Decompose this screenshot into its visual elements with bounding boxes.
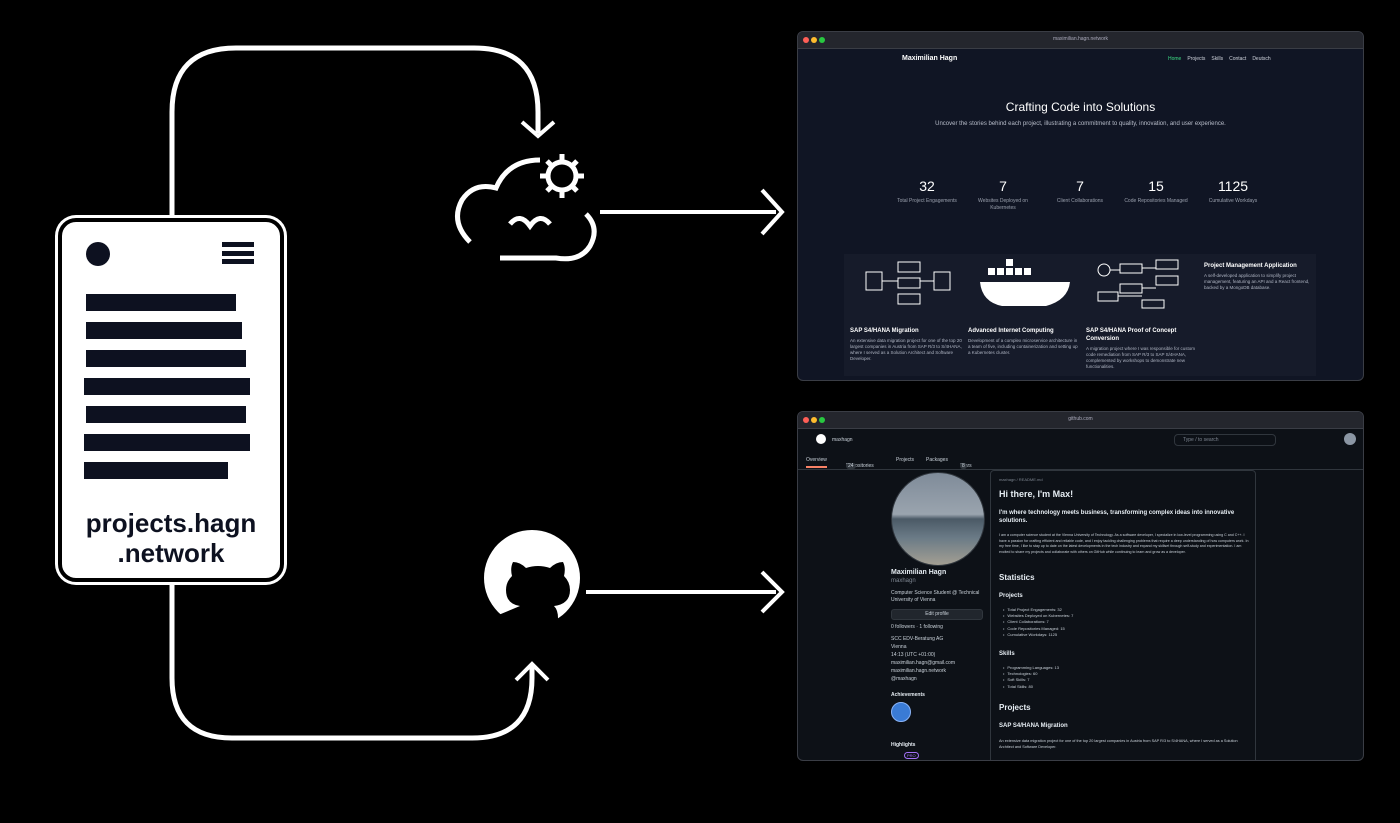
project-cards: SAP S4/HANA Migration An extensive data … bbox=[844, 254, 1316, 376]
profile-details: SCC EDV-Beratung AG Vienna 14:13 (UTC +0… bbox=[891, 636, 955, 682]
top-connector bbox=[169, 45, 541, 222]
arrow-right-icon bbox=[760, 188, 785, 236]
achievements-heading: Achievements bbox=[891, 692, 925, 698]
address-bar[interactable]: maximilian.hagn.network bbox=[1052, 36, 1109, 42]
minimize-window-button[interactable] bbox=[811, 37, 817, 43]
tab-projects[interactable]: Projects bbox=[896, 457, 915, 463]
project-card[interactable]: Advanced Internet Computing Development … bbox=[968, 254, 1080, 356]
nav-home[interactable]: Home bbox=[1168, 56, 1182, 62]
portfolio-browser-window: maximilian.hagn.network Maximilian Hagn … bbox=[797, 31, 1364, 381]
close-window-button[interactable] bbox=[803, 37, 809, 43]
close-window-button[interactable] bbox=[803, 417, 809, 423]
github-browser-window: github.com maxhagn Type / to search Over… bbox=[797, 411, 1364, 761]
zoom-window-button[interactable] bbox=[819, 417, 825, 423]
github-username[interactable]: maxhagn bbox=[832, 437, 853, 443]
first-project-title: SAP S4/HANA Migration bbox=[999, 723, 1068, 729]
text-placeholder-bar bbox=[86, 294, 236, 311]
profile-avatar[interactable] bbox=[891, 472, 985, 566]
github-icon bbox=[484, 530, 580, 626]
first-project-desc: An extensive data migration project for … bbox=[999, 739, 1238, 749]
readme-intro: I am a computer science student at the V… bbox=[999, 533, 1249, 554]
arrow-up-icon bbox=[514, 661, 550, 682]
site-name[interactable]: Maximilian Hagn bbox=[902, 55, 958, 62]
text-placeholder-bar bbox=[86, 406, 246, 423]
readme-panel: maxhagn / README.md Hi there, I'm Max! I… bbox=[990, 470, 1256, 760]
github-header: maxhagn Type / to search bbox=[798, 429, 1363, 451]
tab-overview[interactable]: Overview bbox=[806, 457, 827, 468]
statistics-heading: Statistics bbox=[999, 573, 1035, 582]
avatar[interactable] bbox=[1344, 433, 1356, 445]
search-input[interactable]: Type / to search bbox=[1174, 434, 1276, 446]
projects-subheading: Projects bbox=[999, 593, 1023, 599]
camera-icon bbox=[86, 242, 110, 266]
profile-name: Maximilian Hagn bbox=[891, 569, 947, 576]
projects-heading: Projects bbox=[999, 703, 1031, 712]
text-placeholder-bar bbox=[86, 322, 242, 339]
bottom-connector bbox=[169, 578, 535, 741]
nav-contact[interactable]: Contact bbox=[1229, 56, 1247, 62]
readme-path[interactable]: maxhagn / README.md bbox=[999, 477, 1043, 482]
phone-url-label: projects.hagn.network bbox=[85, 508, 257, 568]
browser-toolbar: github.com bbox=[798, 412, 1363, 429]
arrow-right-icon bbox=[760, 570, 785, 614]
arrow-down-icon bbox=[520, 120, 556, 139]
sap-poc-diagram-icon bbox=[1097, 259, 1179, 309]
profile-bio: Computer Science Student @ Technical Uni… bbox=[891, 590, 980, 603]
tab-packages[interactable]: Packages bbox=[926, 457, 948, 463]
pro-badge: PRO bbox=[904, 752, 919, 759]
text-placeholder-bar bbox=[84, 462, 228, 479]
hero-title: Crafting Code into Solutions bbox=[1005, 100, 1156, 114]
docker-whale-icon bbox=[980, 259, 1070, 306]
phone-mockup: projects.hagn.network bbox=[58, 218, 284, 582]
edit-profile-button[interactable]: Edit profile bbox=[891, 609, 983, 620]
hamburger-menu-icon bbox=[222, 242, 254, 264]
profile-handle: maxhagn bbox=[891, 578, 916, 584]
hero-subtitle: Uncover the stories behind each project,… bbox=[935, 121, 1226, 127]
nav-projects[interactable]: Projects bbox=[1187, 56, 1206, 62]
nav-language[interactable]: Deutsch bbox=[1252, 56, 1271, 62]
text-placeholder-bar bbox=[86, 350, 246, 367]
skills-subheading: Skills bbox=[999, 651, 1015, 657]
achievement-badge-icon[interactable] bbox=[891, 702, 911, 722]
nav-skills[interactable]: Skills bbox=[1211, 56, 1224, 62]
browser-toolbar: maximilian.hagn.network bbox=[798, 32, 1363, 49]
text-placeholder-bar bbox=[84, 434, 250, 451]
readme-tagline: I'm where technology meets business, tra… bbox=[999, 510, 1235, 524]
project-stats-list: Total Project Engagements: 32Websites De… bbox=[1003, 607, 1073, 638]
profile-tabs: Overview Repositories 24 Projects Packag… bbox=[798, 451, 1363, 470]
highlights-heading: Highlights bbox=[891, 742, 916, 748]
skill-stats-list: Programming Languages: 13Technologies: 6… bbox=[1003, 665, 1059, 690]
minimize-window-button[interactable] bbox=[811, 417, 817, 423]
followers-link[interactable]: 0 followers · 1 following bbox=[891, 624, 943, 630]
sap-migration-diagram-icon bbox=[865, 261, 951, 305]
project-card[interactable]: Project Management Application A self-de… bbox=[1204, 263, 1310, 290]
text-placeholder-bar bbox=[84, 378, 250, 395]
zoom-window-button[interactable] bbox=[819, 37, 825, 43]
readme-greeting: Hi there, I'm Max! bbox=[999, 489, 1074, 499]
cloud-gear-icon bbox=[455, 154, 597, 262]
github-icon[interactable] bbox=[816, 434, 826, 444]
project-card[interactable]: SAP S4/HANA Proof of Concept Conversion … bbox=[1086, 254, 1198, 370]
site-navbar: Maximilian Hagn Home Projects Skills Con… bbox=[798, 49, 1363, 69]
address-bar[interactable]: github.com bbox=[1068, 416, 1093, 422]
project-card[interactable]: SAP S4/HANA Migration An extensive data … bbox=[850, 254, 962, 362]
